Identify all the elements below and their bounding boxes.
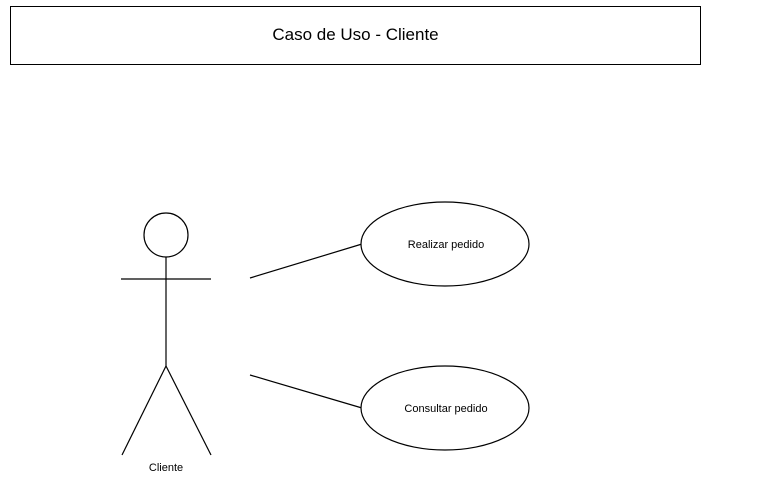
actor-cliente (121, 212, 212, 456)
actor-head (143, 212, 189, 258)
actor-label: Cliente (149, 462, 183, 474)
use-case-realizar-pedido: Realizar pedido (360, 201, 530, 287)
use-case-ellipse (360, 201, 530, 287)
actor-right-leg (165, 365, 212, 456)
use-case-ellipse (360, 365, 530, 451)
association-realizar-pedido (249, 243, 363, 279)
association-consultar-pedido (249, 374, 363, 409)
actor-left-leg (121, 365, 167, 456)
use-case-label: Consultar pedido (404, 403, 487, 415)
diagram-title: Caso de Uso - Cliente (272, 24, 439, 44)
use-case-consultar-pedido: Consultar pedido (360, 365, 530, 451)
diagram-title-box: Caso de Uso - Cliente (10, 6, 701, 65)
use-case-label: Realizar pedido (408, 239, 484, 251)
